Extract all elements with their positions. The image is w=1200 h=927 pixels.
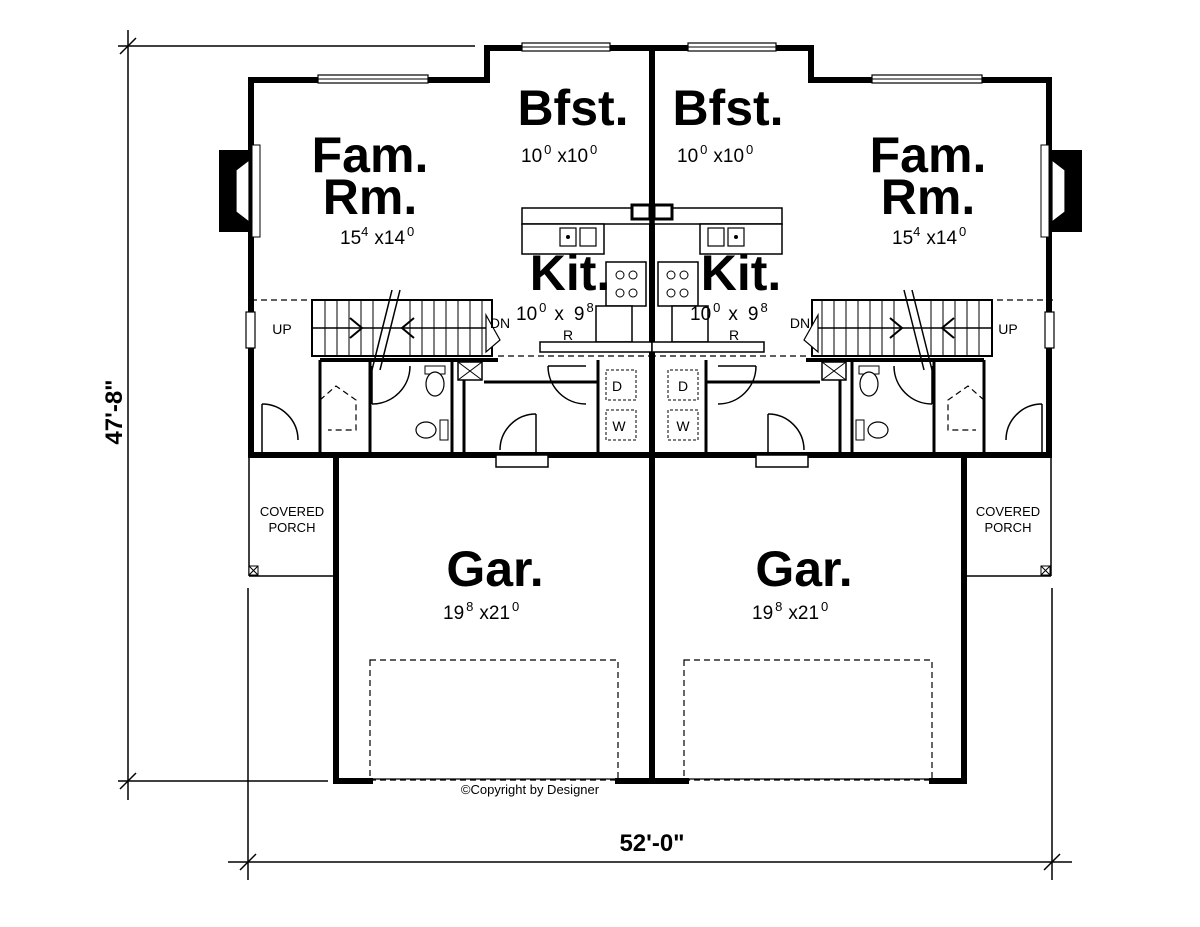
porches [248, 458, 1052, 577]
refrigerator-label: R [563, 327, 573, 343]
fireplace-left [219, 144, 261, 238]
stairs-down-label: DN [790, 315, 810, 331]
fireplace-right [1040, 144, 1082, 238]
breakfast-name: Bfst. [672, 80, 783, 136]
dryer-label: D [612, 378, 622, 394]
stairs-up-label: UP [272, 321, 291, 337]
overall-width-label: 52'-0" [619, 830, 684, 857]
dryer-label: D [678, 378, 688, 394]
family-room-name: Rm. [881, 169, 975, 225]
washer-label: W [676, 418, 690, 434]
breakfast-name: Bfst. [517, 80, 628, 136]
porch-label: PORCH [985, 520, 1032, 535]
porch-label: COVERED [976, 504, 1040, 519]
interior-right [651, 203, 1053, 468]
copyright-notice: ©Copyright by Designer [461, 782, 600, 797]
garage-details [369, 659, 933, 781]
family-room-name: Rm. [323, 169, 417, 225]
washer-label: W [612, 418, 626, 434]
porch-label: PORCH [269, 520, 316, 535]
stairs-up-label: UP [998, 321, 1017, 337]
stairs-down-label: DN [490, 315, 510, 331]
garage-name: Gar. [446, 541, 543, 597]
kitchen-name: Kit. [530, 245, 611, 301]
refrigerator-label: R [729, 327, 739, 343]
family-room-name: Fam. [312, 127, 429, 183]
windows [245, 42, 1055, 349]
dimension-lines [118, 30, 1072, 880]
porch-label: COVERED [260, 504, 324, 519]
interior-left [251, 203, 653, 468]
garage-name: Gar. [755, 541, 852, 597]
overall-depth-label: 47'-8" [101, 379, 128, 444]
kitchen-name: Kit. [701, 245, 782, 301]
family-room-name: Fam. [870, 127, 987, 183]
